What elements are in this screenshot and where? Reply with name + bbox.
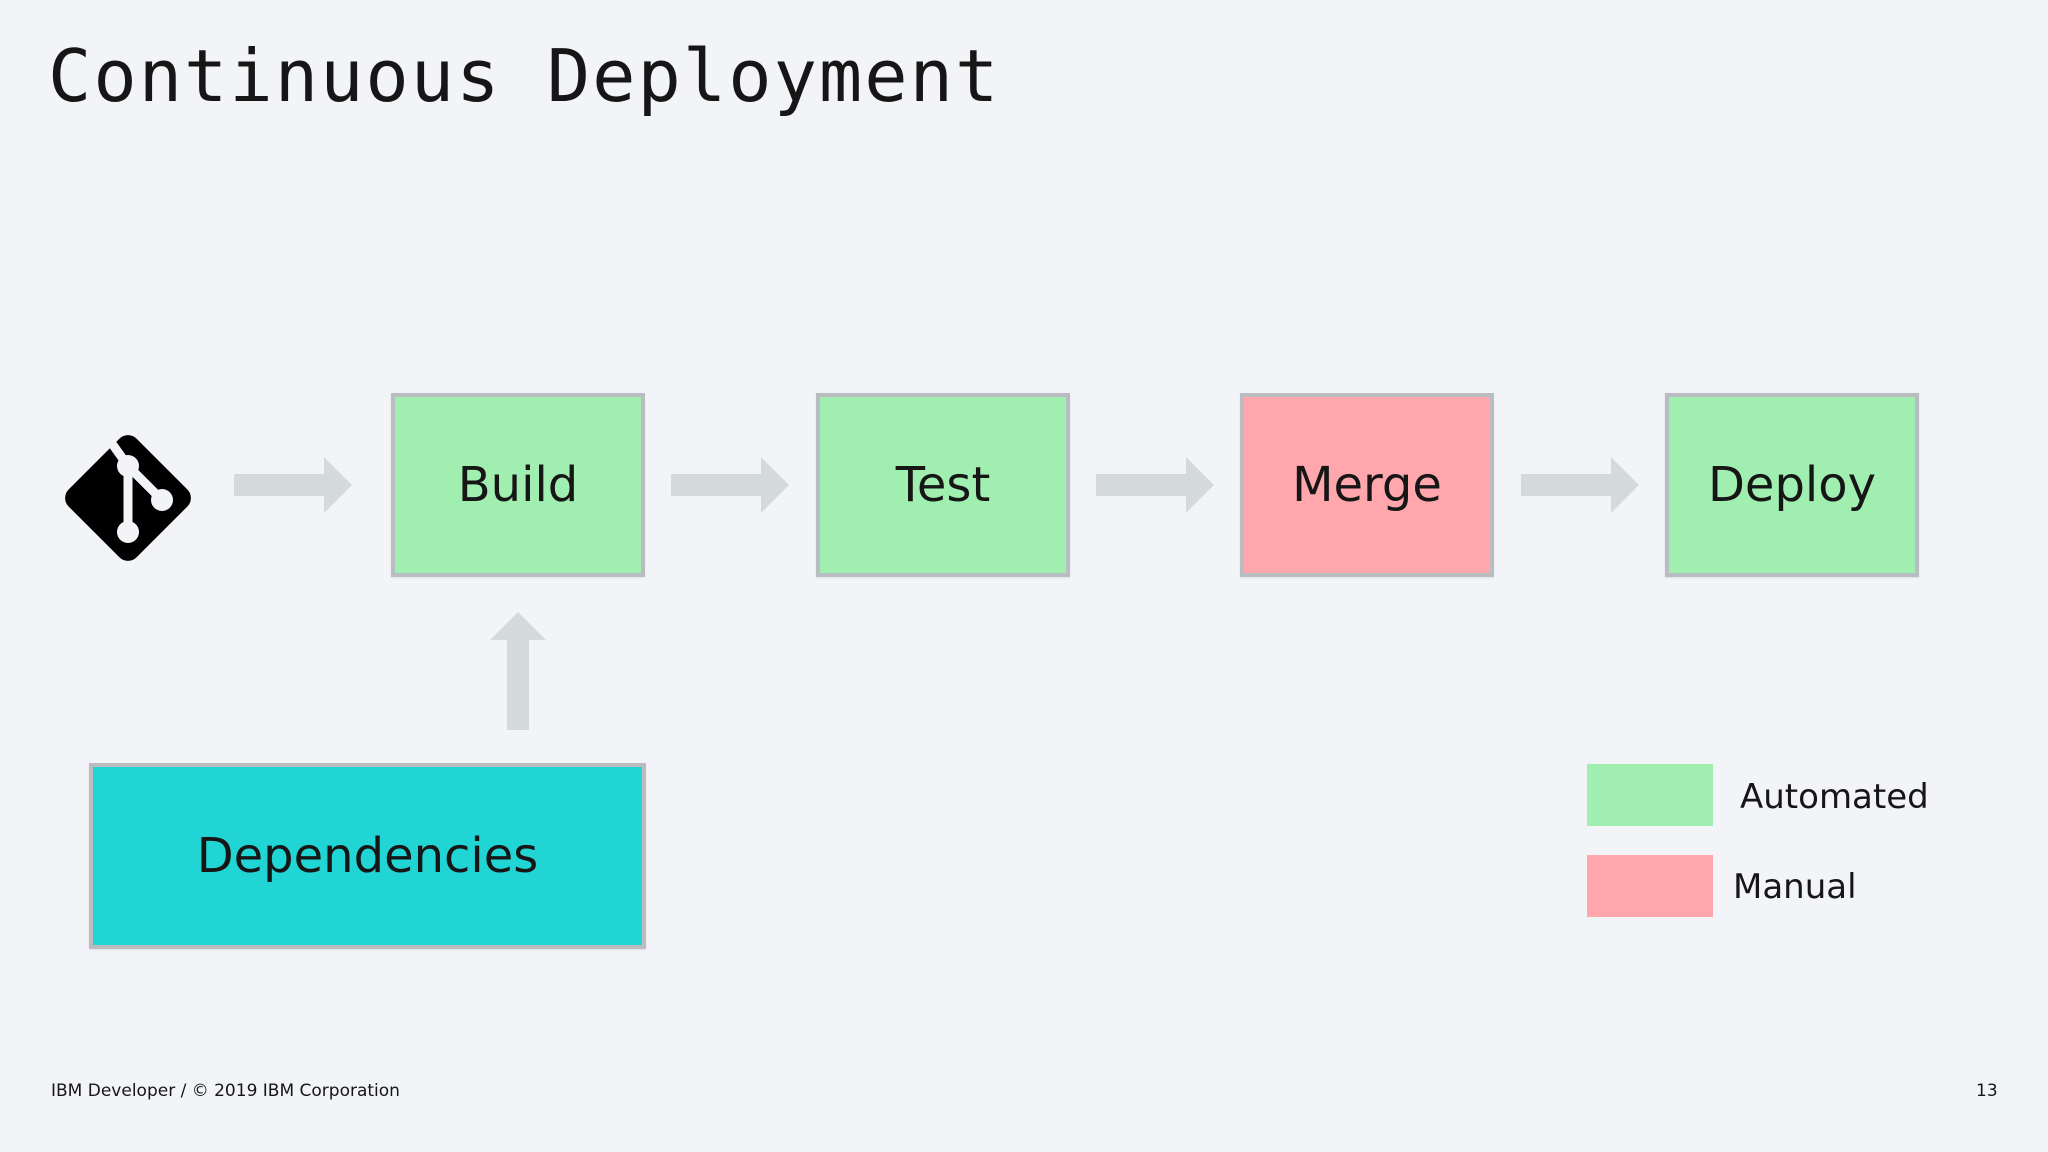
stage-build: Build: [391, 393, 645, 577]
legend-label-automated: Automated: [1740, 777, 1929, 817]
arrow-up-icon: [490, 612, 546, 730]
dependencies-label: Dependencies: [196, 828, 539, 884]
arrow-right-icon: [671, 457, 789, 513]
legend-swatch-automated: [1587, 764, 1713, 826]
legend-swatch-manual: [1587, 855, 1713, 917]
arrow-right-icon: [1521, 457, 1639, 513]
stage-label: Deploy: [1707, 457, 1877, 513]
stage-deploy: Deploy: [1665, 393, 1919, 577]
dependencies-box: Dependencies: [89, 763, 646, 949]
stage-label: Test: [895, 457, 991, 513]
footer-copyright: IBM Developer / © 2019 IBM Corporation: [51, 1081, 400, 1101]
stage-test: Test: [816, 393, 1070, 577]
stage-label: Merge: [1292, 457, 1442, 513]
arrow-right-icon: [1096, 457, 1214, 513]
stage-merge: Merge: [1240, 393, 1494, 577]
git-icon: [50, 420, 206, 576]
legend-label-manual: Manual: [1733, 867, 1857, 907]
arrow-right-icon: [234, 457, 352, 513]
page-number: 13: [1976, 1081, 1998, 1101]
stage-label: Build: [457, 457, 579, 513]
page-title: Continuous Deployment: [48, 34, 1001, 118]
